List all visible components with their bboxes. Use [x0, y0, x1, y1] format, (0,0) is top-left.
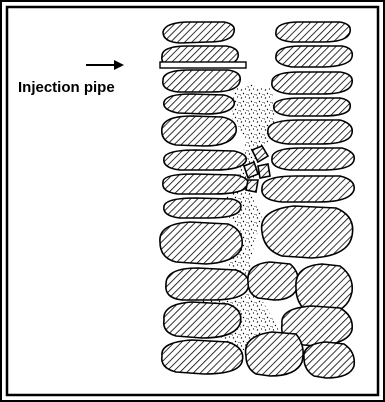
stone	[164, 94, 235, 114]
stone	[274, 98, 350, 116]
stone	[164, 198, 241, 218]
stone	[164, 150, 246, 170]
stone	[276, 46, 352, 67]
stone	[304, 342, 354, 378]
stone	[262, 176, 354, 202]
stone	[162, 340, 243, 374]
stone	[262, 206, 353, 258]
stone	[162, 116, 236, 146]
stone	[160, 222, 242, 264]
stone	[246, 332, 304, 376]
rubble-stone	[246, 180, 258, 192]
stone	[268, 120, 352, 144]
stone	[163, 22, 234, 43]
stone	[272, 148, 354, 170]
injection-pipe	[160, 62, 246, 68]
stone	[164, 302, 241, 338]
stone	[276, 22, 350, 42]
stone	[248, 262, 298, 300]
arrow-right-icon-head	[114, 60, 124, 70]
rubble-stone	[258, 164, 270, 178]
stone	[166, 268, 249, 300]
injection-pipe-label: Injection pipe	[18, 79, 115, 96]
stone	[163, 174, 248, 194]
stone	[272, 72, 352, 94]
stone	[163, 70, 240, 92]
